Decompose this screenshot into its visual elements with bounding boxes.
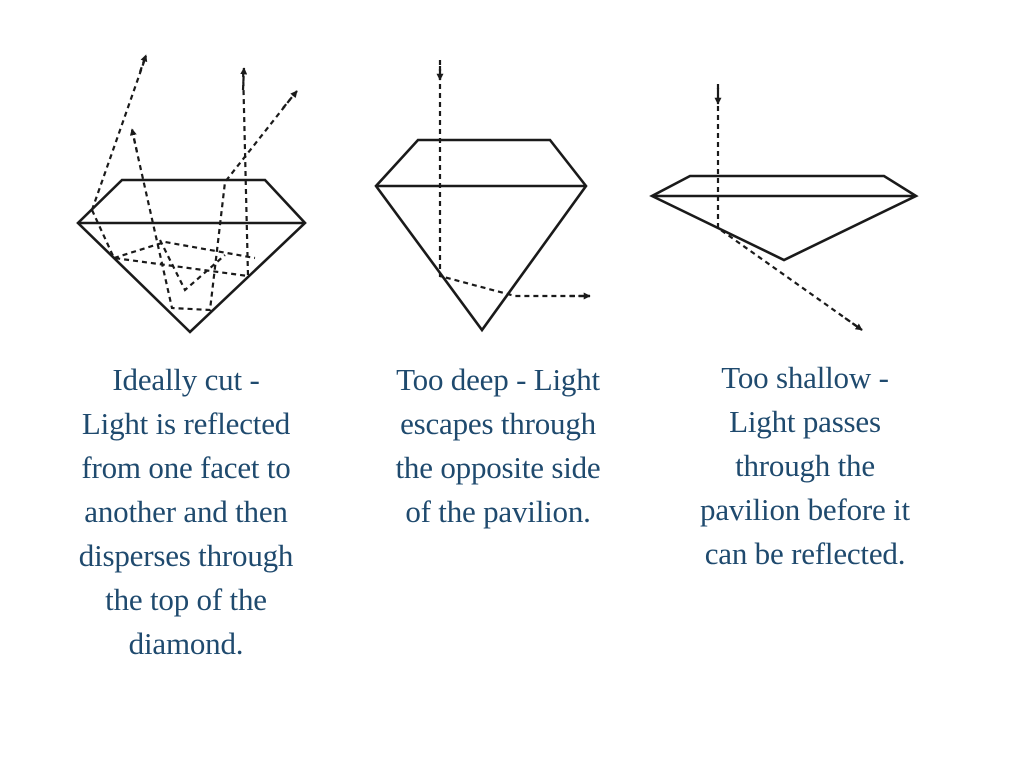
ideal-light-rays (90, 54, 298, 312)
caption-line: the top of the (105, 582, 267, 617)
caption-line: disperses through (78, 538, 294, 573)
ideal-ray-1 (91, 67, 250, 278)
deep-light-rays (436, 60, 591, 300)
deep-diamond-outline (374, 138, 588, 333)
shallow-ray-exit-arrowhead (844, 317, 863, 331)
caption-line: escapes through (400, 406, 596, 441)
shallow-ray (716, 88, 863, 331)
caption-line: from one facet to (81, 450, 291, 485)
caption-line: Light is reflected (81, 406, 291, 441)
ideal-ray-3 (130, 91, 297, 312)
ideal-diamond-outline (76, 178, 307, 334)
deep-cut-diamond (374, 60, 591, 333)
shallow-light-rays (714, 84, 863, 331)
caption-line: Too shallow - (721, 360, 889, 395)
ideal-ray-2-arrowhead (138, 54, 148, 73)
caption-line: diamond. (128, 626, 244, 661)
caption-line: through the (735, 448, 875, 483)
caption-line: the opposite side (395, 450, 601, 485)
shallow-cut-diamond (649, 84, 919, 331)
ideal-ray-3-arrowhead (282, 90, 298, 109)
ideal-cut-diamond (76, 54, 307, 334)
ideal-cut-caption: Ideally cut - Light is reflected from on… (40, 358, 332, 666)
shallow-diamond-outline (649, 174, 919, 262)
caption-line: Too deep - Light (396, 362, 600, 397)
deep-ray-down (438, 66, 590, 298)
too-shallow-caption: Too shallow - Light passes through the p… (662, 356, 948, 576)
caption-line: another and then (84, 494, 288, 529)
caption-line: pavilion before it (700, 492, 910, 527)
caption-line: Ideally cut - (112, 362, 260, 397)
caption-line: Light passes (729, 404, 881, 439)
caption-line: can be reflected. (704, 536, 906, 571)
ideal-ray-1-arrowhead (240, 67, 248, 91)
ideal-ray-3-start-arrowhead (129, 128, 139, 153)
too-deep-caption: Too deep - Light escapes through the opp… (352, 358, 644, 534)
caption-line: of the pavilion. (405, 494, 591, 529)
ideal-ray-5 (159, 239, 226, 292)
ideal-ray-4 (113, 240, 256, 260)
ideal-ray-2 (90, 55, 148, 211)
